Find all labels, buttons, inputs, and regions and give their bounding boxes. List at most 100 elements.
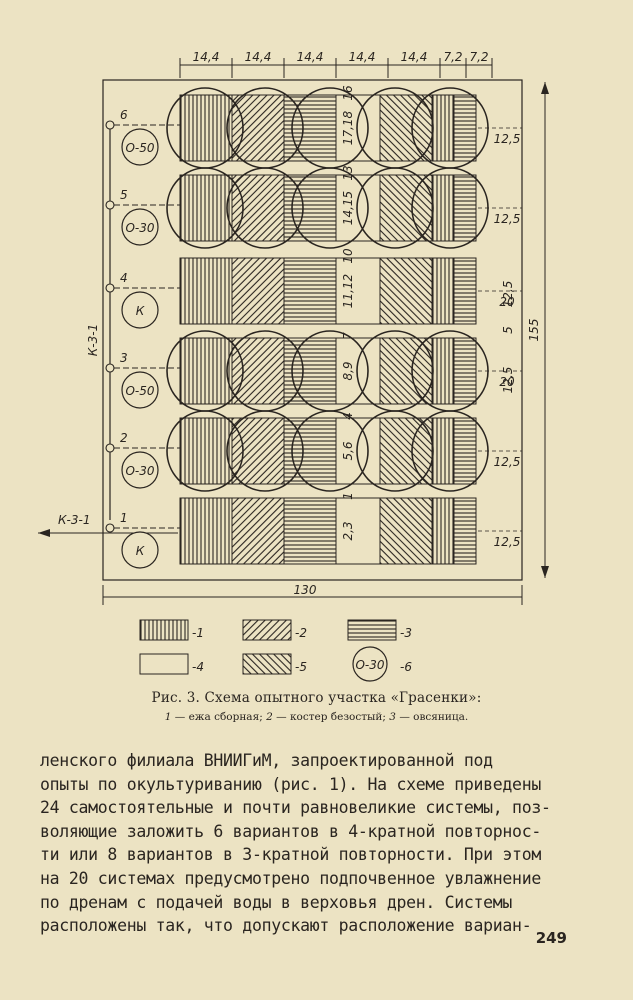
plot-block <box>379 174 433 242</box>
body-line: опыты по окультуриванию (рис. 1). На схе… <box>40 774 541 794</box>
variant-circle <box>121 208 159 246</box>
drain-node <box>105 363 115 373</box>
gap-code-label: 4 <box>341 412 355 420</box>
top-dimension-label: 14,4 <box>297 50 324 64</box>
sprinkler-circle <box>226 410 304 492</box>
legend-label: -4 <box>192 660 204 674</box>
figure-legend-text: 1 — ежа сборная; 2 — костер безостый; 3 … <box>0 711 633 723</box>
drain-node <box>105 283 115 293</box>
body-line: 24 самостоятельные и почти равновеликие … <box>40 798 551 818</box>
row-dimension-label: 12,5 <box>494 535 521 549</box>
body-line: ти или 8 вариантов в 3-кратной повторнос… <box>40 845 541 865</box>
plot-block <box>431 337 455 405</box>
body-line: расположены так, что допускают расположе… <box>40 916 532 936</box>
legend-number-3: 3 <box>389 711 396 723</box>
gap-code-label: 16 <box>341 85 355 101</box>
row-number-label: 1 <box>120 511 128 525</box>
drain-node <box>105 443 115 453</box>
plot-block <box>179 497 233 565</box>
gap-code-label: 10 <box>341 248 355 264</box>
sprinkler-circle <box>166 167 244 249</box>
variant-circle <box>121 371 159 409</box>
top-dimension-label: 14,4 <box>401 50 428 64</box>
legend-label: -1 <box>192 626 204 640</box>
row-number-label: 2 <box>120 431 128 445</box>
plot-block <box>231 94 285 162</box>
drain-node <box>105 120 115 130</box>
variant-circle <box>121 128 159 166</box>
variant-circle <box>121 531 159 569</box>
gap-dimension-label: 5 <box>501 326 515 334</box>
plot-block <box>179 257 233 325</box>
row-dimension-label: 12,5 <box>494 212 521 226</box>
plot-block <box>379 94 433 162</box>
top-dimension-label: 14,4 <box>349 50 376 64</box>
sprinkler-circle <box>226 167 304 249</box>
plot-block <box>453 174 477 242</box>
plot-code-label: 11,12 <box>341 274 355 308</box>
plot-code-label: 2,3 <box>341 521 355 540</box>
body-line: на 20 системах предусмотрено подпочвенно… <box>40 868 541 888</box>
gap-code-label: 13 <box>341 165 355 180</box>
top-dimension-label: 14,4 <box>193 50 220 64</box>
variant-label: О-30 <box>125 464 154 478</box>
variant-label: О-50 <box>125 384 154 398</box>
plot-block <box>379 337 433 405</box>
legend-symbol <box>347 619 397 641</box>
legend-number-2: 2 <box>266 711 273 723</box>
row-dimension-label: 20 <box>499 295 515 309</box>
variant-circle <box>121 291 159 329</box>
drain-node <box>105 523 115 533</box>
legend-label: -3 <box>400 626 412 640</box>
gap-dimension-label: 12,5 <box>501 281 515 308</box>
inlet-label: К-3-1 <box>58 513 90 527</box>
legend-symbol <box>139 653 189 675</box>
legend-symbol <box>242 619 292 641</box>
legend-symbol <box>139 619 189 641</box>
site-boundary <box>102 79 523 581</box>
plot-code-label: 8,9 <box>341 361 355 380</box>
plot-block <box>283 497 337 565</box>
plot-block <box>231 497 285 565</box>
plot-block <box>453 337 477 405</box>
figure-caption: Рис. 3. Схема опытного участка «Грасенки… <box>151 690 482 706</box>
legend-text-1: — ежа сборная; <box>171 711 267 723</box>
legend-symbol <box>352 646 388 682</box>
total-width-label: 130 <box>294 583 317 597</box>
top-dimension-label: 7,2 <box>469 50 488 64</box>
legend-symbol <box>242 653 292 675</box>
sprinkler-circle <box>166 410 244 492</box>
legend-text-2: — костер безостый; <box>272 711 390 723</box>
body-line: по дренам с подачей воды в верховья дрен… <box>40 892 513 912</box>
arrow-head <box>541 566 549 578</box>
plot-code-label: 5,6 <box>341 441 355 460</box>
plot-block <box>453 94 477 162</box>
row-number-label: 3 <box>120 351 128 365</box>
legend-label: -5 <box>295 660 307 674</box>
plot-block <box>431 94 455 162</box>
body-line: ленского филиала ВНИИГиМ, запроектирован… <box>40 751 493 770</box>
plot-block <box>283 257 337 325</box>
total-height-label: 155 <box>527 319 541 342</box>
plot-block <box>231 257 285 325</box>
plot-block <box>379 257 433 325</box>
plot-block <box>431 174 455 242</box>
collector-label: К-3-1 <box>86 324 100 356</box>
plot-code-label: 17,18 <box>341 110 355 145</box>
legend-number-1: 1 <box>164 711 172 723</box>
variant-label: К <box>136 304 145 318</box>
row-dimension-label: 12,5 <box>494 455 521 469</box>
body-line: воляющие заложить 6 вариантов в 4-кратно… <box>40 821 541 841</box>
plot-block <box>431 257 455 325</box>
plot-code-label: 14,15 <box>341 191 355 225</box>
arrow-head <box>541 82 549 94</box>
plot-block <box>453 257 477 325</box>
plot-block <box>179 337 233 405</box>
row-number-label: 6 <box>120 108 128 122</box>
row-dimension-label: 20 <box>499 375 515 389</box>
sprinkler-circle <box>356 410 434 492</box>
row-dimension-label: 12,5 <box>494 132 521 146</box>
variant-label: О-30 <box>125 221 154 235</box>
legend-text-3: — овсяница. <box>395 711 469 723</box>
